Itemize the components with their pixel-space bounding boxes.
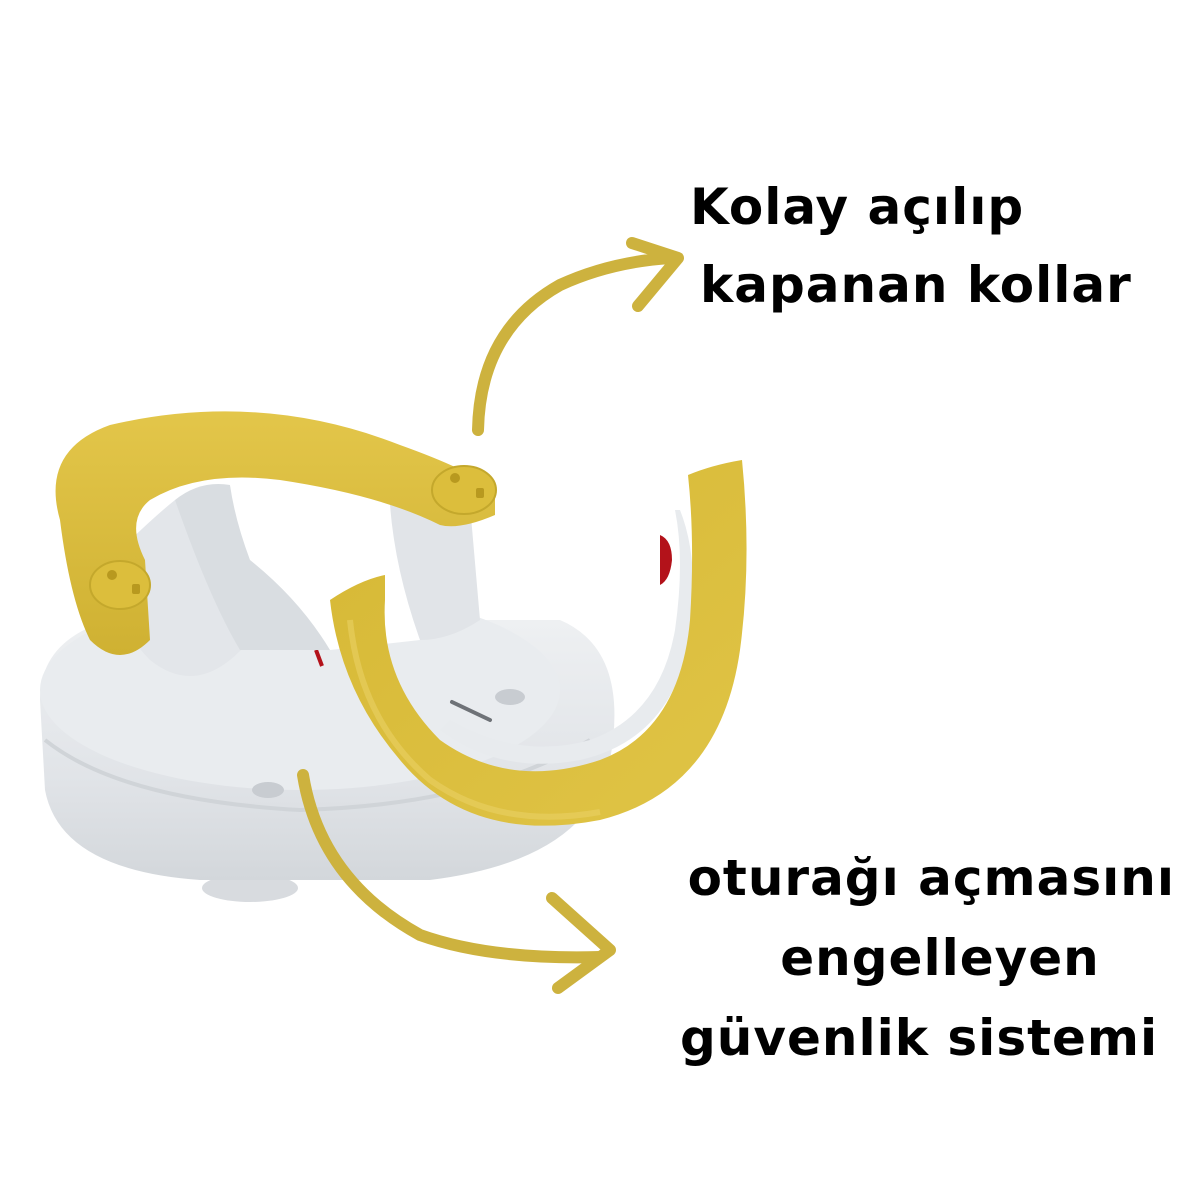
callout-arms: Kolay açılıp kapanan kollar [690, 168, 1160, 324]
curved-arrow-down-right-icon [297, 769, 616, 994]
callout-arms-line-1: Kolay açılıp [690, 178, 1025, 236]
open-yellow-arm [330, 460, 747, 826]
callout-safety-line-2: engelleyen [780, 929, 1100, 987]
callout-safety-line-1: oturağı açmasını [687, 849, 1175, 907]
callout-safety: oturağı açmasını engelleyen güvenlik sis… [665, 838, 1175, 1078]
fixed-yellow-arm [55, 411, 497, 655]
curved-arrow-up-right-icon [472, 237, 684, 436]
callout-arms-line-2: kapanan kollar [700, 256, 1132, 314]
callout-safety-line-3: güvenlik sistemi [680, 1009, 1159, 1067]
